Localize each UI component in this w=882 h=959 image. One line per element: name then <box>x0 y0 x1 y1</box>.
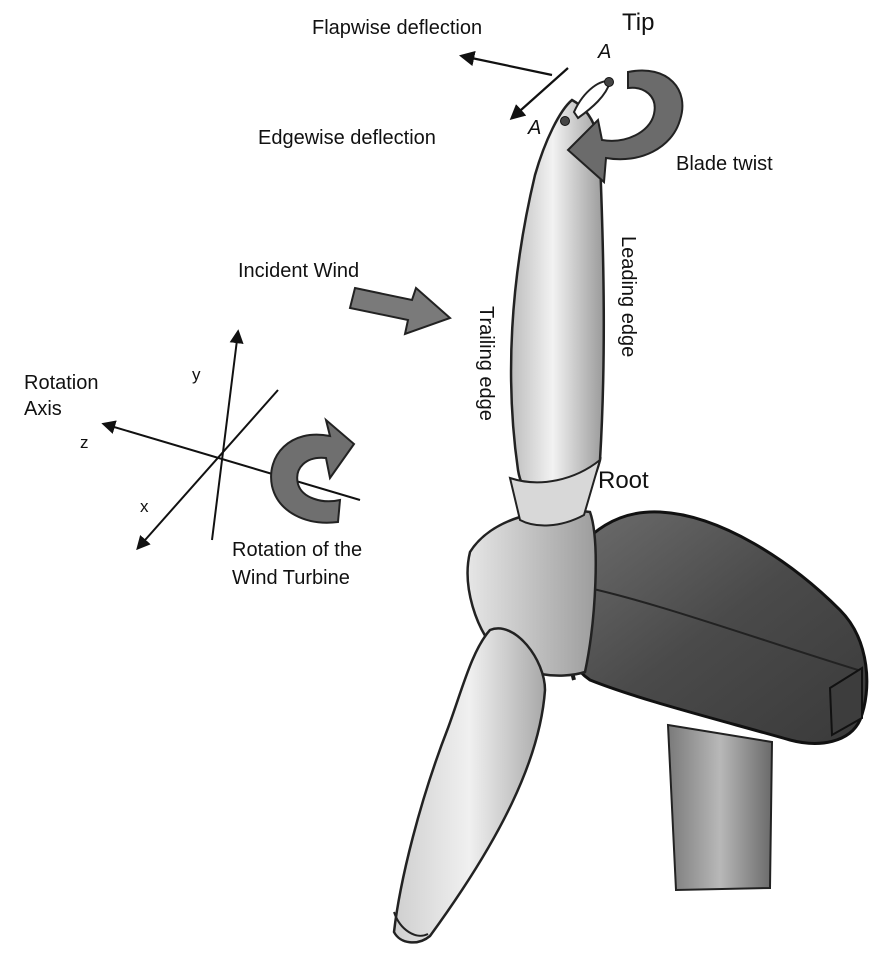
rotation-arrow-icon <box>271 420 354 523</box>
rotation-axis-label-line1: Rotation <box>24 372 99 394</box>
point-a-top-marker <box>605 78 614 87</box>
blade-tip-airfoil <box>574 81 610 118</box>
axis-y-line <box>212 332 238 540</box>
trailing-edge-label: Trailing edge <box>475 306 497 421</box>
rotation-axis-label-line2: Axis <box>24 398 62 420</box>
flapwise-deflection-arrow <box>462 56 552 75</box>
edgewise-deflection-arrow <box>512 68 568 118</box>
incident-wind-arrow-icon <box>350 288 450 334</box>
edgewise-deflection-label: Edgewise deflection <box>258 127 436 149</box>
axis-y-label: y <box>192 365 201 384</box>
point-a-bottom-marker <box>561 117 570 126</box>
point-a-top-label: A <box>597 41 611 63</box>
blade-twist-label: Blade twist <box>676 153 773 175</box>
rotation-turbine-label-line2: Wind Turbine <box>232 567 350 589</box>
root-label: Root <box>598 467 649 494</box>
leading-edge-label: Leading edge <box>617 236 639 357</box>
point-a-bottom-label: A <box>527 117 541 139</box>
nacelle <box>559 512 867 744</box>
lower-blade <box>394 628 545 942</box>
axis-z-label: z <box>80 433 89 452</box>
rotation-turbine-label-line1: Rotation of the <box>232 539 362 561</box>
tower <box>668 725 772 890</box>
axis-x-label: x <box>140 497 149 516</box>
incident-wind-label: Incident Wind <box>238 260 359 282</box>
tip-label: Tip <box>622 9 654 36</box>
flapwise-deflection-label: Flapwise deflection <box>312 17 482 39</box>
